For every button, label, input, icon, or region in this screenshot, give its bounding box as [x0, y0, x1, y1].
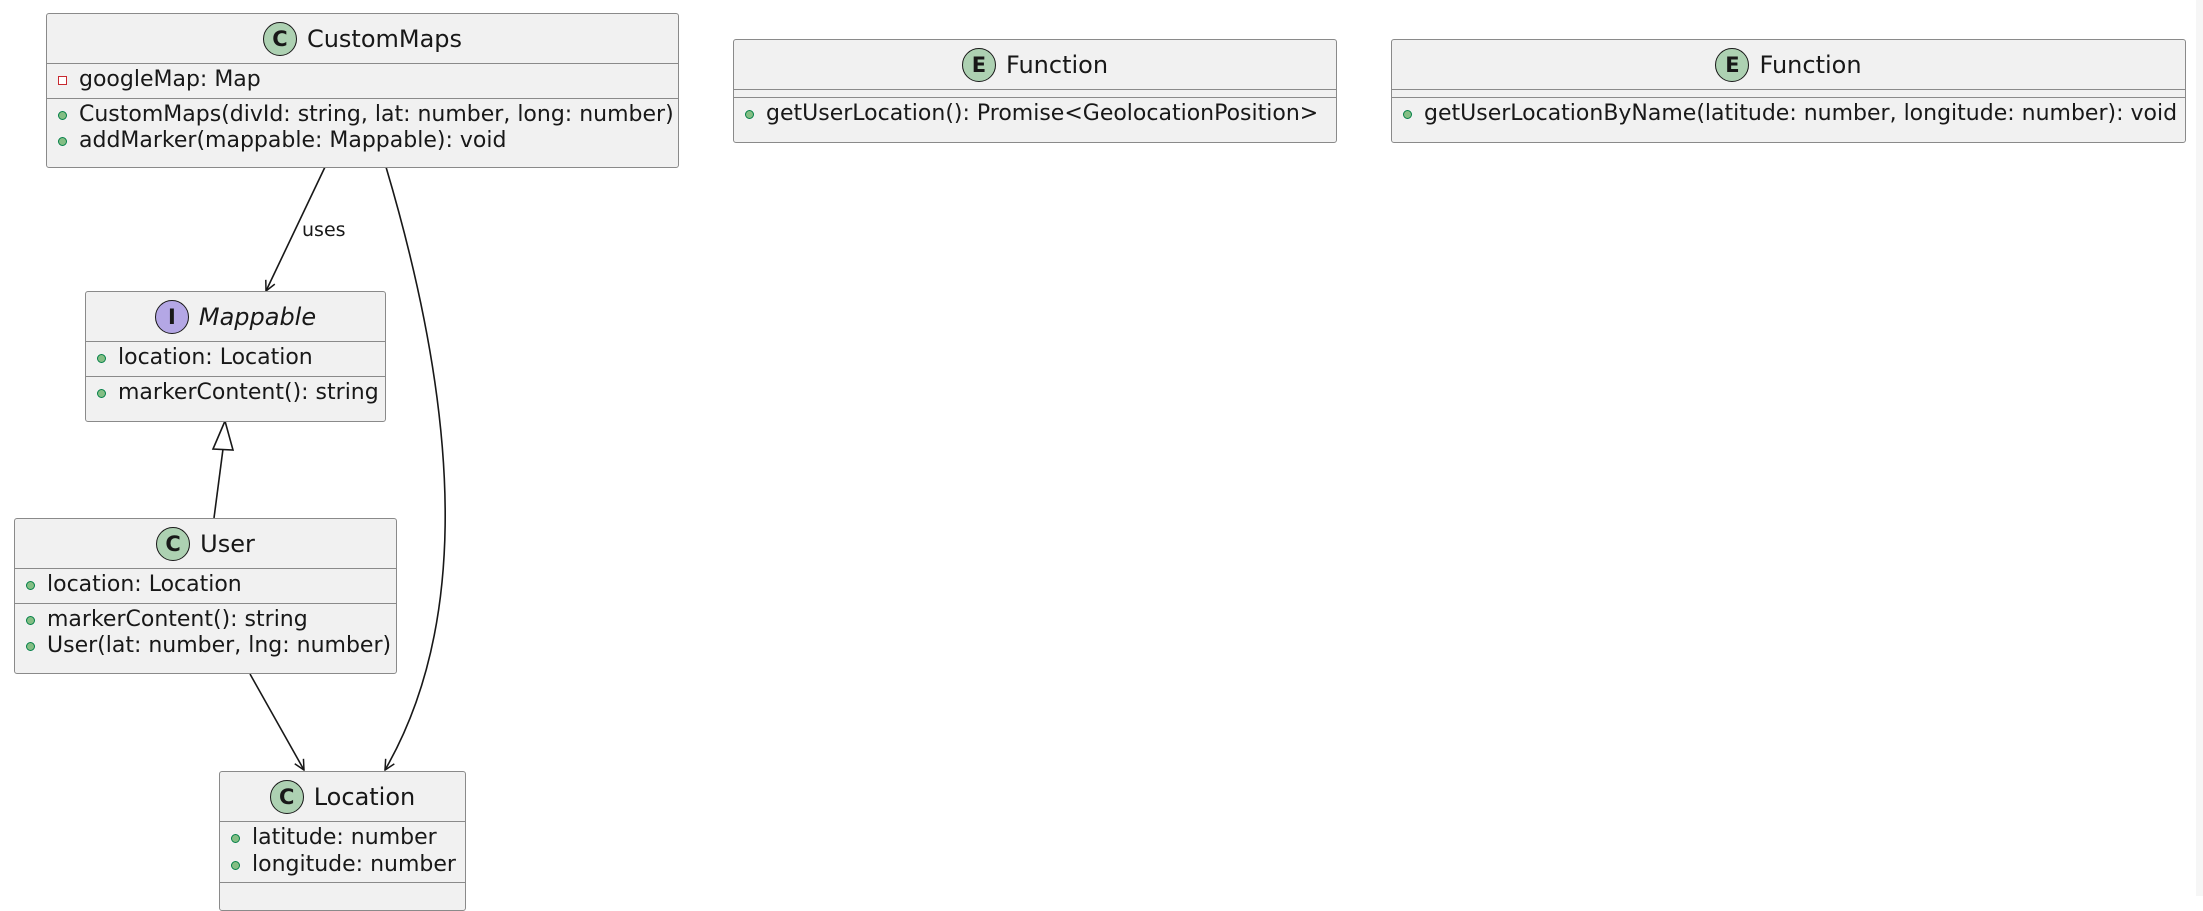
entity-name: Function: [1759, 50, 1862, 79]
interface-stereotype-icon: I: [154, 299, 189, 334]
field-row: googleMap: Map: [47, 67, 678, 94]
interface-name: Mappable: [198, 302, 317, 331]
field-row: location: Location: [15, 572, 396, 599]
edge-user-location: [249, 673, 304, 770]
fields-section: location: Location: [86, 342, 385, 376]
realization-arrowhead: [211, 418, 235, 451]
fields-section: [734, 90, 1336, 97]
method-row: getUserLocationByName(latitude: number, …: [1392, 101, 2185, 128]
methods-section: getUserLocationByName(latitude: number, …: [1392, 97, 2185, 128]
edge-user-realizes-mappable: [213, 448, 224, 519]
public-visibility-icon: [26, 615, 35, 625]
method-row: markerContent(): string: [15, 607, 396, 634]
field-text: longitude: number: [252, 851, 456, 877]
field-text: location: Location: [47, 572, 242, 597]
method-row: getUserLocation(): Promise<GeolocationPo…: [734, 101, 1336, 128]
method-text: addMarker(mappable: Mappable): void: [79, 128, 507, 153]
class-user[interactable]: C User location: Location markerContent(…: [14, 518, 397, 674]
method-row: User(lat: number, lng: number): [15, 633, 396, 660]
entity-name: Function: [1005, 50, 1109, 79]
entity-function-get-user-location[interactable]: E Function getUserLocation(): Promise<Ge…: [733, 39, 1337, 143]
public-visibility-icon: [26, 642, 35, 651]
methods-section: markerContent(): string: [86, 375, 385, 407]
class-stereotype-icon: C: [156, 526, 191, 561]
public-visibility-icon: [1403, 110, 1412, 119]
public-visibility-icon: [58, 110, 67, 120]
field-row: location: Location: [86, 345, 385, 372]
public-visibility-icon: [26, 581, 35, 590]
class-header: C CustomMaps: [47, 14, 678, 64]
entity-header: E Function: [734, 40, 1336, 90]
class-stereotype-icon: C: [262, 21, 297, 56]
class-stereotype-icon: C: [269, 779, 304, 814]
class-name: CustomMaps: [306, 24, 463, 53]
method-row: addMarker(mappable: Mappable): void: [47, 128, 678, 155]
method-row: markerContent(): string: [86, 380, 385, 407]
method-text: CustomMaps(divId: string, lat: number, l…: [79, 101, 674, 127]
fields-section: latitude: number longitude: number: [220, 822, 465, 882]
field-row: latitude: number: [220, 825, 465, 852]
fields-section: [1392, 90, 2185, 97]
class-custommaps[interactable]: C CustomMaps googleMap: Map CustomMaps(d…: [46, 13, 679, 168]
public-visibility-icon: [231, 834, 240, 843]
methods-section: CustomMaps(divId: string, lat: number, l…: [47, 97, 678, 155]
class-header: C User: [15, 519, 396, 569]
field-text: googleMap: Map: [79, 67, 261, 92]
method-text: markerContent(): string: [47, 606, 308, 632]
edge-label-uses: uses: [302, 219, 346, 241]
field-text: location: Location: [118, 345, 313, 370]
public-visibility-icon: [97, 354, 106, 363]
private-visibility-icon: [58, 76, 67, 85]
edge-custommaps-uses-mappable: [266, 166, 326, 291]
class-name: Location: [313, 782, 416, 811]
method-text: getUserLocationByName(latitude: number, …: [1424, 101, 2178, 126]
public-visibility-icon: [97, 388, 106, 398]
fields-section: googleMap: Map: [47, 64, 678, 98]
methods-section: getUserLocation(): Promise<GeolocationPo…: [734, 97, 1336, 128]
entity-stereotype-icon: E: [961, 47, 996, 82]
vertical-scrollbar-track[interactable]: [2196, 0, 2203, 896]
method-row: CustomMaps(divId: string, lat: number, l…: [47, 102, 678, 129]
class-name: User: [200, 529, 255, 558]
class-header: C Location: [220, 772, 465, 822]
field-row: longitude: number: [220, 852, 465, 879]
public-visibility-icon: [745, 110, 754, 119]
entity-header: E Function: [1392, 40, 2185, 90]
public-visibility-icon: [231, 860, 240, 870]
edge-custommaps-location: [385, 166, 446, 770]
class-location[interactable]: C Location latitude: number longitude: n…: [219, 771, 466, 911]
method-text: User(lat: number, lng: number): [47, 633, 392, 658]
fields-section: location: Location: [15, 569, 396, 603]
entity-function-get-user-location-by-name[interactable]: E Function getUserLocationByName(latitud…: [1391, 39, 2186, 143]
method-text: markerContent(): string: [118, 379, 379, 405]
public-visibility-icon: [58, 137, 67, 146]
method-text: getUserLocation(): Promise<GeolocationPo…: [766, 101, 1319, 126]
interface-header: I Mappable: [86, 292, 385, 342]
entity-stereotype-icon: E: [1715, 47, 1750, 82]
interface-mappable[interactable]: I Mappable location: Location markerCont…: [85, 291, 386, 422]
methods-section: [220, 882, 465, 902]
methods-section: markerContent(): string User(lat: number…: [15, 602, 396, 660]
field-text: latitude: number: [252, 825, 437, 850]
